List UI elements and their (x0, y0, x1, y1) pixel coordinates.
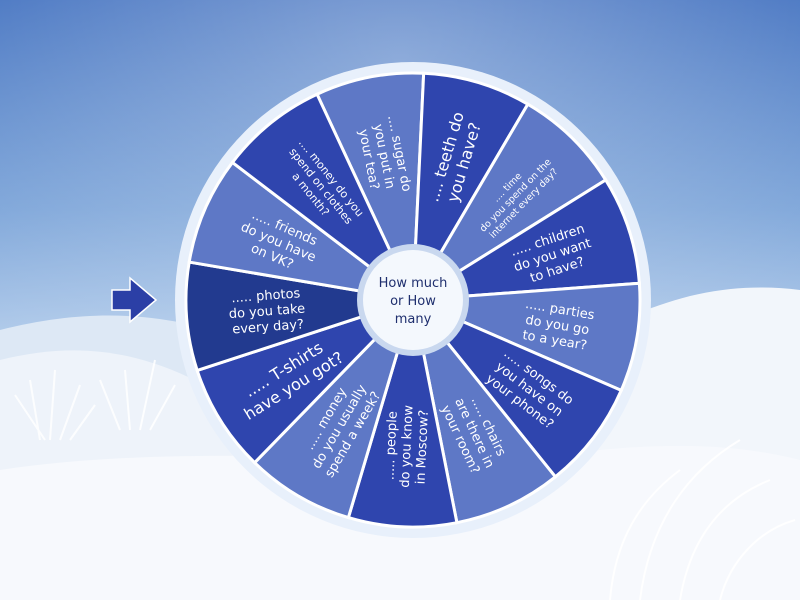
wheel-segment-label: ..... childrendo you wantto have? (507, 221, 598, 290)
wheel-segment-slice (346, 299, 459, 529)
wheel-segment[interactable]: ..... photosdo you takeevery day? (184, 260, 414, 373)
wheel-segment[interactable]: ..... friendsdo you haveon VK? (187, 160, 414, 302)
wheel-hub-line: or How (390, 294, 436, 309)
frosty-bush-left (14, 359, 176, 441)
wheel-segment-line: ..... photos (231, 286, 301, 306)
wheel-segment-slice (412, 177, 641, 302)
wheel-segment[interactable]: ..... partiesdo you goto a year? (412, 281, 642, 393)
wheel-segment-slice (184, 260, 414, 373)
frosty-grass-right (609, 439, 796, 600)
wheel-segment-slice (252, 298, 415, 520)
wheel-segment-slice (230, 92, 415, 302)
wheel-segment-slice (315, 71, 426, 301)
wheel-segment-slice (411, 298, 624, 479)
wheel-segment-line: every day? (232, 317, 305, 337)
wheel-segment[interactable]: ..... childrendo you wantto have? (412, 177, 641, 302)
wheel-segment-label: ..... photosdo you takeevery day? (227, 286, 307, 338)
wheel-hub-line: How much (379, 276, 448, 291)
wheel-segment-slice (411, 102, 608, 302)
wheel-segment-slice (187, 160, 414, 302)
arrow-right-icon (111, 276, 158, 324)
wheel-hub-label: How much or How many (379, 276, 448, 327)
wheel-segment[interactable]: ..... peopledo you knowin Moscow? (346, 299, 459, 529)
wheel-segment[interactable]: .... sugar doyou put inyour tea? (315, 71, 426, 301)
wheel-segment-slice (412, 281, 642, 393)
wheel-segment[interactable]: ..... songs doyou have onyour phone? (411, 298, 624, 479)
wheel-hub-line: many (395, 312, 432, 327)
wheel-segment-line: ..... people (382, 411, 400, 480)
wheel-segment-line: in Moscow? (414, 410, 432, 485)
wheel-segment-line: do you take (228, 302, 305, 323)
wheel-segment-line: do you know (398, 404, 417, 488)
wheel-segment[interactable]: ..... moneydo you usuallyspend a week? (252, 298, 415, 520)
wheel-segment-slice (411, 71, 530, 301)
wheel-hub[interactable] (363, 250, 463, 350)
wheel-segment-label: ..... peopledo you knowin Moscow? (382, 404, 432, 489)
wheel-segment-slice (411, 299, 558, 525)
wheel-segment[interactable]: .... money do youspend on clothesa month… (230, 92, 415, 302)
wheel-segment[interactable]: .... teeth doyou have? (411, 71, 530, 301)
wheel-segment-slice (195, 298, 415, 465)
